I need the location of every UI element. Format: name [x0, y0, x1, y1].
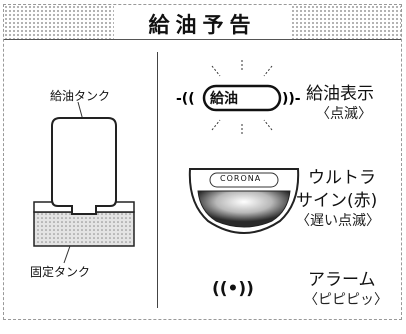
refuel-indicator-note: 〈点滅〉: [316, 106, 372, 122]
svg-text:))-: ))-: [282, 91, 301, 107]
ultra-sign-title-1: ウルトラ: [308, 168, 376, 188]
refuel-indicator-icon: -(( ))-: [176, 60, 301, 136]
alarm-note: 〈ピピピッ〉: [304, 292, 388, 308]
ultra-sign-title-2: サイン(赤): [296, 191, 378, 211]
fixed-tank-label: 固定タンク: [30, 265, 91, 279]
refuel-badge: 給油: [210, 91, 238, 107]
column-divider: [157, 52, 158, 308]
svg-text:-((: -((: [176, 91, 195, 107]
alarm-icon: ((•)): [212, 279, 254, 299]
header-pattern-left: [4, 5, 114, 39]
refuel-indicator-title: 給油表示: [306, 84, 374, 104]
header-pattern-right: [291, 5, 401, 39]
page-title: 給油予告: [148, 13, 257, 37]
ultra-sign-icon: [188, 168, 300, 235]
ultra-sign-note: 〈遅い点滅〉: [296, 213, 380, 229]
alarm-title: アラーム: [308, 270, 376, 290]
upper-tank-label: 給油タンク: [50, 89, 111, 103]
ultra-sign-brand: CORONA: [220, 174, 262, 183]
diagram-frame: [3, 4, 402, 320]
header-bar: 給油予告: [4, 5, 401, 40]
